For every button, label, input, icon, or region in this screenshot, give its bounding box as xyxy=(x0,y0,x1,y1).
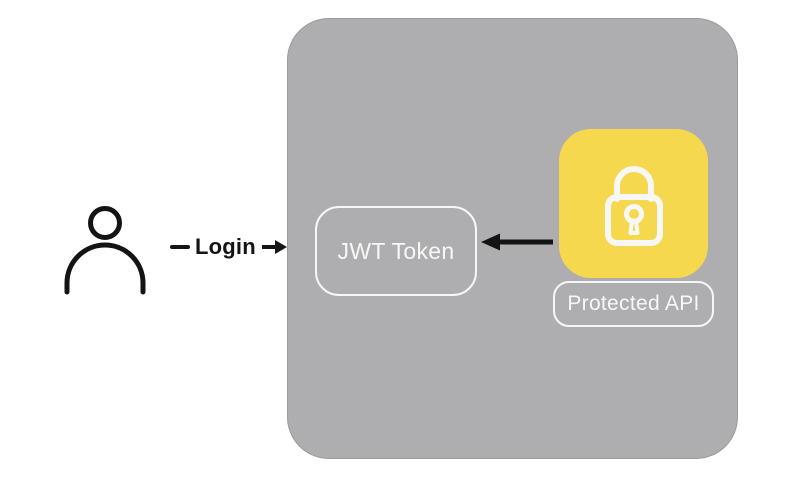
jwt-token-label: JWT Token xyxy=(337,237,455,264)
login-connector: Login xyxy=(170,232,288,262)
person-outline-icon xyxy=(64,206,146,295)
protected-api-badge: Protected API xyxy=(553,281,714,327)
login-label: Login xyxy=(195,234,256,259)
arrow-left-icon xyxy=(479,231,555,253)
jwt-token-node: JWT Token xyxy=(315,206,477,296)
arrow-right-icon xyxy=(261,238,288,256)
user-node xyxy=(55,195,155,300)
protected-api-node xyxy=(559,129,708,278)
padlock-icon xyxy=(604,165,663,246)
login-line-segment xyxy=(170,245,190,249)
protected-api-label: Protected API xyxy=(567,292,700,315)
